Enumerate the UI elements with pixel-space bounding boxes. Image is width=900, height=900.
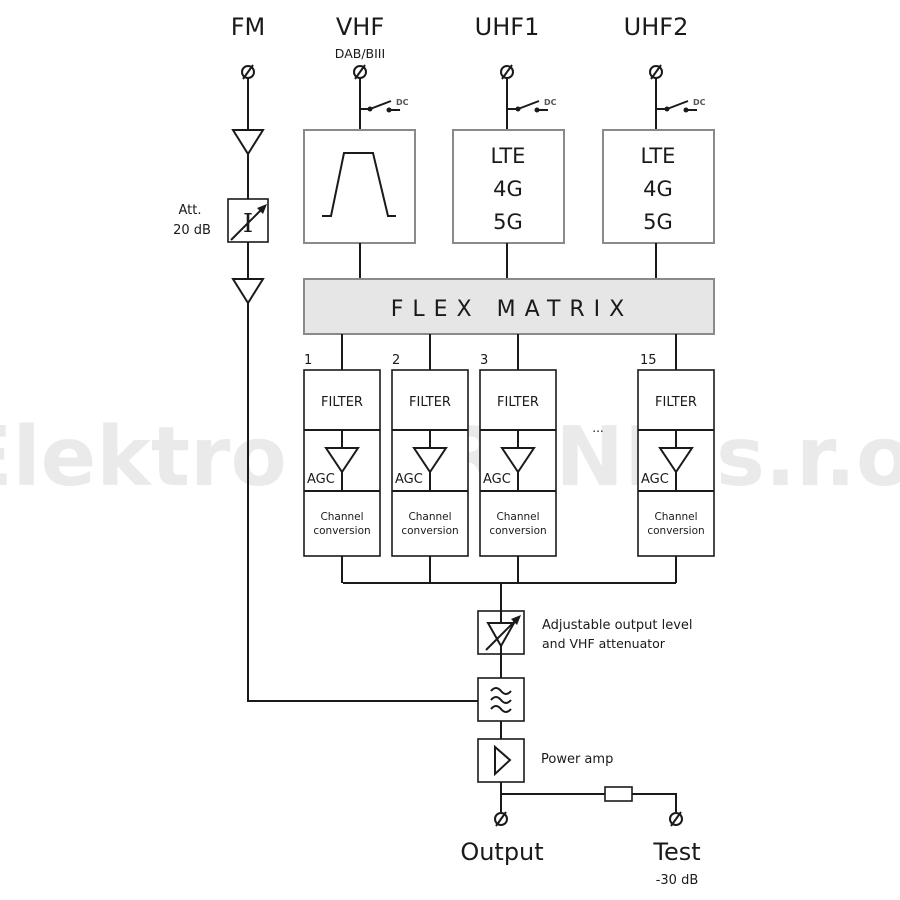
agc-label: AGC [483,472,511,487]
agc-label: AGC [395,472,423,487]
uhf1-filter-box: LTE 4G 5G [452,129,565,244]
power-amp-icon [477,738,525,783]
input-label-vhf: VHF [336,13,384,41]
channel-box [391,369,469,557]
dc-label-uhf2: DC [693,98,706,107]
output-label: Output [460,838,543,866]
test-label: Test [652,838,700,866]
channel-filter-label: FILTER [409,395,451,410]
dc-switch-vhf-icon[interactable]: DC [360,98,409,113]
dc-switch-uhf2-icon[interactable]: DC [656,98,706,113]
svg-text:4G: 4G [493,177,523,201]
svg-text:5G: 5G [643,210,673,234]
fm-bypass-wire [247,303,478,702]
adjustable-label-1: Adjustable output level [542,618,693,633]
channels-ellipsis: ... [592,421,603,435]
agc-amp-icon [324,447,360,474]
conversion-label-2: conversion [313,525,370,537]
channel-filter-label: FILTER [321,395,363,410]
conversion-label-2: conversion [401,525,458,537]
power-amp-label: Power amp [541,752,613,767]
fm-attenuator-label-1: Att. [179,203,202,218]
flex-matrix: FLEX MATRIX [303,278,715,335]
svg-text:LTE: LTE [491,144,526,168]
dc-switch-uhf1-icon[interactable]: DC [507,98,557,113]
conversion-label-1: Channel [320,511,363,523]
channel-number: 15 [640,353,657,368]
svg-text:LTE: LTE [641,144,676,168]
connector-output-icon[interactable] [494,811,508,827]
diplexer-icon [477,677,525,722]
fm-attenuator-icon: I [227,198,269,243]
channel-box [303,369,381,557]
agc-amp-icon [658,447,694,474]
conversion-label-1: Channel [654,511,697,523]
adjustable-label-2: and VHF attenuator [542,636,666,651]
fm-amp-1-icon [231,129,265,156]
channel-filter-label: FILTER [655,395,697,410]
agc-amp-icon [500,447,536,474]
dc-label-vhf: DC [396,98,409,107]
adjustable-amp-icon [477,610,525,655]
channel-number: 3 [480,353,488,368]
conversion-label-2: conversion [489,525,546,537]
agc-label: AGC [641,472,669,487]
conversion-label-1: Channel [408,511,451,523]
input-label-fm: FM [231,13,266,41]
channel-number: 2 [392,353,400,368]
channel-filter-label: FILTER [497,395,539,410]
connector-uhf1-icon[interactable] [500,64,514,80]
svg-text:4G: 4G [643,177,673,201]
connector-test-icon[interactable] [669,811,683,827]
input-sublabel-vhf: DAB/BIII [335,46,385,61]
uhf2-filter-box: LTE 4G 5G [602,129,715,244]
connector-uhf2-icon[interactable] [649,64,663,80]
conversion-label-1: Channel [496,511,539,523]
conversion-label-2: conversion [647,525,704,537]
connector-fm-icon[interactable] [241,64,255,80]
channel-number: 1 [304,353,312,368]
svg-text:5G: 5G [493,210,523,234]
agc-amp-icon [412,447,448,474]
bandpass-curve-icon [322,152,396,217]
fm-amp-2-icon [231,278,265,305]
test-resistor-icon [604,786,633,802]
test-sublabel: -30 dB [656,873,699,888]
input-label-uhf2: UHF2 [624,13,689,41]
flex-matrix-label: FLEX MATRIX [391,297,633,322]
dc-label-uhf1: DC [544,98,557,107]
channel-box [637,369,715,557]
vhf-bandpass-filter [303,129,416,244]
agc-label: AGC [307,472,335,487]
channel-box [479,369,557,557]
fm-attenuator-label-2: 20 dB [173,223,211,238]
connector-vhf-icon[interactable] [353,64,367,80]
input-label-uhf1: UHF1 [475,13,540,41]
